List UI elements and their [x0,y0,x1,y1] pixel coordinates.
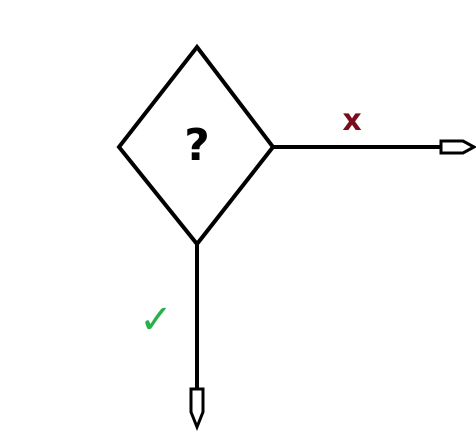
yes-branch-label: ✓ [139,297,173,343]
decision-diamond [116,43,276,248]
no-branch-arrowhead [439,139,476,155]
yes-branch-arrowhead [189,387,205,432]
decision-label: ? [184,120,210,171]
no-branch-label: x [342,103,361,138]
